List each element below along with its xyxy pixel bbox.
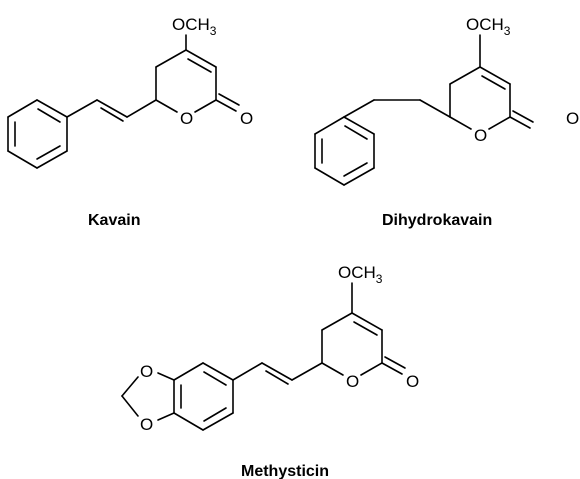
kavain-name-label: Kavain — [88, 212, 140, 229]
kavain-vinyl-linker — [66, 99, 157, 122]
methysticin-ring-oxygen: O — [346, 372, 359, 391]
methysticin-structure: OCH3 O O O O Methysticin — [121, 263, 419, 479]
kavain-pyranone-ring — [155, 34, 240, 113]
dihydrokavain-carbonyl-oxygen: O — [566, 109, 579, 128]
kavain-phenyl-ring — [7, 99, 68, 169]
dihydrokavain-methoxy-label: OCH3 — [466, 15, 511, 38]
kavain-carbonyl-oxygen: O — [240, 109, 253, 128]
kavain-structure: OCH3 O O Kavain — [7, 15, 253, 229]
dihydrokavain-ring-oxygen: O — [474, 126, 487, 145]
methysticin-name-label: Methysticin — [241, 463, 329, 479]
dihydrokavain-phenyl-ring — [314, 116, 375, 186]
dihydrokavain-name-label: Dihydrokavain — [382, 212, 492, 229]
kavain-methoxy-label: OCH3 — [172, 15, 217, 38]
methysticin-vinyl-linker — [232, 362, 323, 385]
dihydrokavain-pyranone-ring — [449, 34, 534, 130]
methysticin-benzodioxole — [121, 362, 234, 431]
dihydrokavain-structure: OCH3 O O Dihydrokavain — [314, 15, 579, 229]
methysticin-methoxy-label: OCH3 — [338, 263, 383, 286]
methysticin-dioxole-oxygen-bottom: O — [140, 415, 153, 434]
dihydrokavain-ethyl-linker — [343, 99, 451, 118]
methysticin-pyranone-ring — [321, 282, 406, 376]
kavain-ring-oxygen: O — [180, 109, 193, 128]
methysticin-carbonyl-oxygen: O — [406, 372, 419, 391]
methysticin-dioxole-oxygen-top: O — [140, 362, 153, 381]
